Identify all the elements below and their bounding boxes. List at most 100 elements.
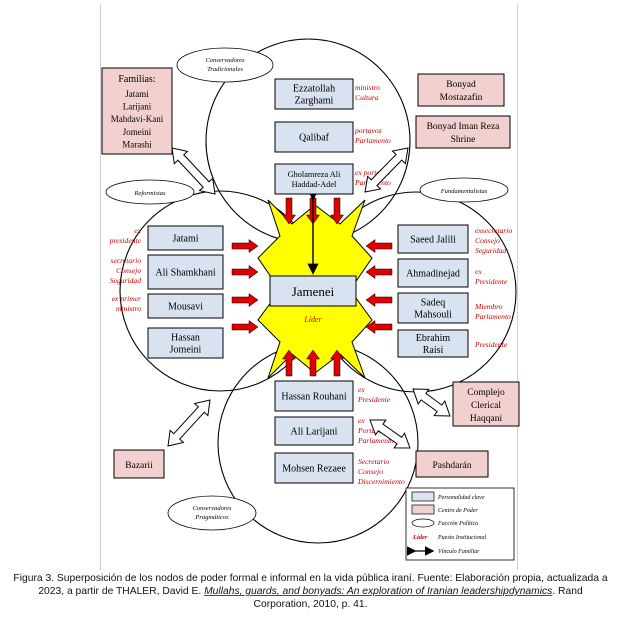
faction-label-fundamentalistas: Fundamentalistas: [419, 177, 509, 203]
svg-text:Sadeq: Sadeq: [421, 298, 445, 309]
center-jamenei: Jamenei Líder: [269, 275, 357, 324]
role-label: Miembro: [474, 302, 503, 311]
svg-text:Mohsen Rezaee: Mohsen Rezaee: [282, 464, 346, 475]
role-label: ex: [358, 385, 365, 394]
svg-text:Gholamreza Ali: Gholamreza Ali: [288, 170, 341, 179]
influence-arrow: [330, 349, 344, 377]
role-label: Parlamento: [354, 136, 391, 145]
double-arrow: [364, 147, 409, 193]
svg-text:Ali Shamkhani: Ali Shamkhani: [155, 268, 215, 279]
svg-text:Mostazafin: Mostazafin: [440, 92, 483, 103]
influence-arrow: [365, 320, 393, 334]
svg-text:Bazarii: Bazarii: [125, 461, 153, 471]
figure-frame: [100, 4, 518, 570]
faction-label-conservadores-pragmaticos: Conservadores Pragmáticos: [167, 495, 257, 531]
role-label: ex: [358, 416, 365, 425]
svg-text:Bonyad Iman Reza: Bonyad Iman Reza: [427, 122, 501, 132]
role-label: Consejo: [475, 236, 500, 245]
role-label: Seguridad: [110, 276, 141, 285]
influence-arrow: [282, 197, 296, 225]
influence-arrow: [282, 349, 296, 377]
svg-text:Ahmadinejad: Ahmadinejad: [406, 269, 460, 280]
svg-text:Pashdarán: Pashdarán: [432, 461, 471, 471]
role-label: Secretario: [358, 457, 390, 466]
svg-text:Líder: Líder: [412, 534, 428, 541]
role-label: Presidente: [474, 277, 508, 286]
legend-swatch-center: [411, 504, 435, 515]
legend-swatch-person: [411, 491, 435, 502]
svg-text:Ezzatollah: Ezzatollah: [293, 84, 335, 95]
role-label: ministro: [116, 304, 141, 313]
connection-arrows: [167, 147, 451, 449]
role-label: Consejo: [116, 266, 141, 275]
svg-text:Shrine: Shrine: [451, 135, 476, 145]
svg-text:Líder: Líder: [303, 315, 322, 324]
familia-item: Marashi: [122, 139, 152, 149]
svg-text:Mahsouli: Mahsouli: [414, 310, 452, 321]
power-center-pashdaran: Pashdarán: [415, 450, 489, 478]
role-label: Consejo: [358, 467, 383, 476]
svg-text:Facción Política: Facción Política: [437, 521, 478, 527]
svg-text:Clerical: Clerical: [471, 401, 501, 411]
role-label: ex: [475, 267, 482, 276]
double-arrow: [369, 419, 411, 449]
familia-item: Jomeini: [123, 127, 152, 137]
svg-text:Jatami: Jatami: [172, 234, 198, 245]
role-label: secretario: [110, 256, 141, 265]
legend-swatch-faction: [411, 518, 435, 528]
role-label: Parlamento: [357, 436, 394, 445]
legend: Personalidad clave Centro de Poder Facci…: [405, 487, 515, 561]
familia-item: Larijani: [123, 102, 152, 112]
svg-text:Fundamentalistas: Fundamentalistas: [440, 188, 488, 195]
role-label: Presidente: [474, 340, 508, 349]
influence-arrow: [365, 293, 393, 307]
svg-text:Ali Larijani: Ali Larijani: [291, 427, 338, 438]
role-label: presidente: [109, 236, 142, 245]
power-diagram: Conservadores Tradicionales Reformistas …: [101, 38, 520, 561]
role-label: Portavoz: [357, 426, 385, 435]
faction-label-conservadores-tradicionales: Conservadores Tradicionales: [176, 47, 274, 83]
svg-text:Haqqani: Haqqani: [470, 414, 503, 424]
role-label: Cultura: [355, 93, 379, 102]
svg-text:Haddad-Adel: Haddad-Adel: [292, 180, 337, 189]
influence-arrow: [306, 349, 320, 377]
role-label: Seguridad: [475, 246, 506, 255]
role-label: portavoz: [354, 126, 382, 135]
role-label: Parlamento: [474, 312, 511, 321]
power-center-bazarii: Bazarii: [113, 449, 165, 479]
power-center-familias: Familias: JatamiLarijaniMahdavi-KaniJome…: [101, 67, 173, 155]
svg-text:Reformistas: Reformistas: [133, 190, 166, 197]
svg-text:Puesto Institucional: Puesto Institucional: [437, 535, 486, 541]
power-center-bonyad-mostazafin: Bonyad Mostazafin: [417, 73, 505, 107]
influence-arrow: [365, 239, 393, 253]
svg-text:Hassan Rouhani: Hassan Rouhani: [281, 392, 346, 403]
influence-arrow: [231, 239, 259, 253]
svg-text:Jomeini: Jomeini: [170, 345, 202, 356]
role-label: Discernimiento: [357, 477, 405, 486]
svg-text:Zarghami: Zarghami: [295, 96, 334, 107]
influence-arrow: [231, 265, 259, 279]
power-center-bonyad-imam-reza: Bonyad Iman Reza Shrine: [415, 115, 511, 149]
svg-text:Jamenei: Jamenei: [292, 284, 335, 299]
svg-text:Personalidad clave: Personalidad clave: [437, 495, 485, 501]
svg-text:Tradicionales: Tradicionales: [207, 66, 243, 73]
caption-title: Mullahs, guards, and bonyads: An explora…: [204, 586, 553, 597]
svg-text:Raisí: Raisí: [423, 345, 444, 356]
double-arrow: [167, 399, 211, 447]
svg-text:Conservadores: Conservadores: [205, 57, 245, 64]
svg-text:Familias:: Familias:: [118, 74, 155, 85]
double-arrow: [412, 388, 451, 417]
familia-item: Jatami: [125, 89, 149, 99]
svg-text:Ebrahim: Ebrahim: [416, 333, 451, 344]
double-arrow: [171, 147, 216, 195]
